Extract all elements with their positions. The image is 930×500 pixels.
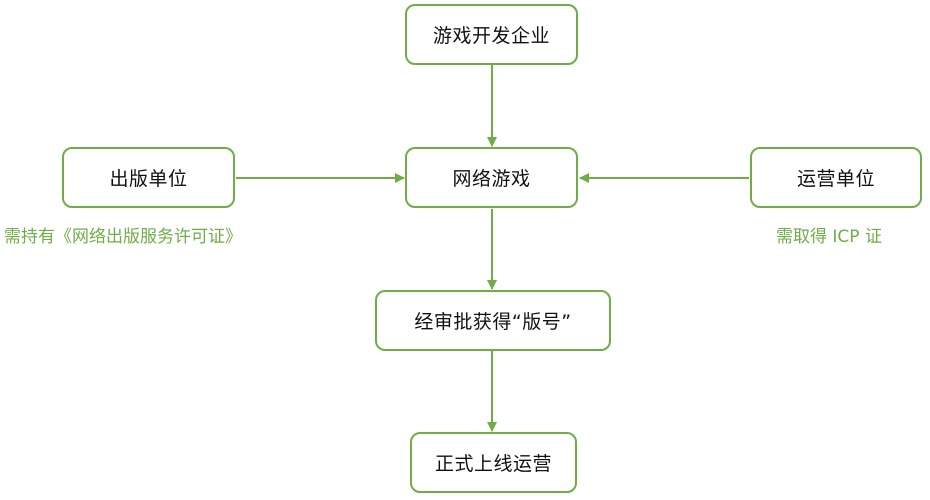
note-operator-requirement: 需取得 ICP 证 <box>776 227 882 247</box>
node-online-game: 网络游戏 <box>405 147 578 208</box>
note-publisher-requirement: 需持有《网络出版服务许可证》 <box>4 227 242 247</box>
node-launch: 正式上线运营 <box>410 432 577 493</box>
node-publisher: 出版单位 <box>62 147 235 208</box>
node-developer: 游戏开发企业 <box>405 4 578 65</box>
node-operator: 运营单位 <box>750 147 922 208</box>
node-approval: 经审批获得“版号” <box>375 290 611 351</box>
